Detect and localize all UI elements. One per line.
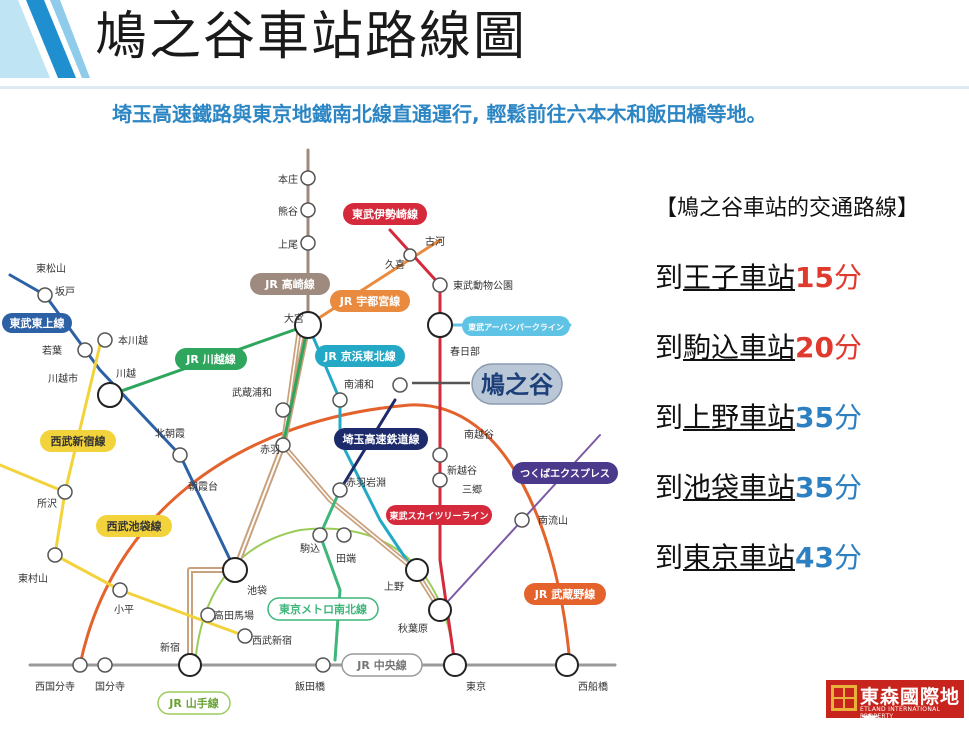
- station-tabata: 田端: [336, 552, 356, 565]
- station-kumagaya: 熊谷: [278, 205, 298, 218]
- label-tsukuba-express: つくばエクスプレス: [520, 467, 610, 480]
- line-tokyo-metro-nanboku: [318, 488, 342, 662]
- station-nishi-funabashi: 西船橋: [578, 680, 608, 693]
- station-kokubunji: 国分寺: [95, 681, 125, 693]
- station-honjo: 本庄: [278, 173, 298, 186]
- route-prefix: 到: [655, 401, 684, 434]
- label-saitama-railway: 埼玉高速鉄道線: [343, 432, 420, 446]
- station-asakadai: 朝霞台: [188, 480, 218, 493]
- route-prefix: 到: [655, 541, 684, 574]
- rail-map: 本庄 熊谷 上尾 大宮 古河 久喜 東武動物公園 春日部 東松山 坂戸 若葉 川…: [0, 148, 618, 715]
- label-jr-musashino: JR 武蔵野線: [534, 587, 595, 601]
- station-koga: 古河: [425, 235, 445, 248]
- station-misato: 三郷: [462, 484, 482, 496]
- page-title: 鳩之谷車站路線圖: [95, 7, 528, 67]
- label-tokyo-metro-nanboku: 東京メトロ南北線: [279, 602, 367, 616]
- station-nishi-kokubunji: 西国分寺: [35, 681, 75, 693]
- route-item: 到東京車站43分: [655, 536, 960, 606]
- route-destination: 王子車站: [683, 261, 796, 294]
- station-higashi-murayama: 東村山: [18, 572, 48, 585]
- label-jr-utsunomiya: JR 宇都宮線: [339, 294, 400, 308]
- line-jr-utsunomiya: [306, 238, 442, 327]
- label-tobu-isesaki: 東武伊勢崎線: [352, 207, 418, 221]
- label-seibu-shinjuku: 西武新宿線: [51, 434, 106, 448]
- route-unit: 分: [834, 471, 863, 504]
- page-subtitle: 埼玉高速鐵路與東京地鐵南北線直通運行, 輕鬆前往六本木和飯田橋等地。: [112, 102, 767, 126]
- station-shin-koshigaya: 新越谷: [447, 464, 477, 477]
- station-seibu-shinjuku: 西武新宿: [252, 634, 292, 647]
- route-list: 【鳩之谷車站的交通路線】 到王子車站15分 到駒込車站20分 到上野車站35分 …: [655, 190, 960, 606]
- label-jr-chuo: JR 中央線: [356, 658, 406, 672]
- route-time: 15: [795, 261, 834, 294]
- station-sakado: 坂戸: [55, 286, 75, 298]
- label-jr-kawagoe: JR 川越線: [185, 352, 235, 366]
- station-musashi-urawa: 武蔵浦和: [232, 386, 272, 399]
- station-wakaba: 若葉: [42, 344, 62, 357]
- station-kasukabe: 春日部: [450, 345, 480, 358]
- label-jr-yamanote: JR 山手線: [168, 696, 218, 710]
- company-logo: 東森國際地產 ETLAND INTERNATIONAL PROPERTY: [826, 680, 964, 735]
- station-akabane: 赤羽: [260, 444, 280, 456]
- label-jr-takasaki: JR 高崎線: [264, 277, 314, 291]
- route-unit: 分: [834, 541, 863, 574]
- station-minami-urawa: 南浦和: [344, 378, 374, 391]
- route-unit: 分: [834, 401, 863, 434]
- label-seibu-ikebukuro: 西武池袋線: [107, 519, 162, 533]
- line-jr-yamanote: [194, 527, 456, 666]
- line-jr-musashino: [78, 403, 572, 667]
- station-ageo: 上尾: [278, 239, 298, 251]
- station-ueno: 上野: [384, 581, 404, 593]
- station-kodaira: 小平: [114, 604, 134, 616]
- route-time: 43: [795, 541, 834, 574]
- route-destination: 東京車站: [683, 541, 796, 574]
- label-tobu-urban-park: 東武アーバンパークライン: [468, 322, 564, 332]
- station-hon-kawagoe: 本川越: [118, 334, 148, 347]
- logo-subtitle: ETLAND INTERNATIONAL PROPERTY: [860, 706, 941, 720]
- station-tokyo: 東京: [466, 680, 486, 693]
- label-jr-keihin-tohoku: JR 京浜東北線: [323, 349, 395, 363]
- station-kawagoeshi: 川越市: [48, 372, 78, 385]
- route-time: 35: [795, 401, 834, 434]
- highlight-station-hatogaya: 鳩之谷: [481, 371, 554, 399]
- route-destination: 池袋車站: [683, 471, 796, 504]
- station-minami-nagareyama: 南流山: [538, 514, 568, 527]
- station-tokorozawa: 所沢: [37, 497, 57, 510]
- station-kawagoe: 川越: [116, 367, 136, 380]
- route-time: 20: [795, 331, 834, 364]
- label-tobu-skytree: 東武スカイツリーライン: [389, 510, 488, 522]
- station-akihabara: 秋葉原: [398, 622, 428, 635]
- header-divider: [0, 86, 969, 89]
- route-list-header: 【鳩之谷車站的交通路線】: [655, 196, 920, 221]
- route-destination: 上野車站: [683, 401, 796, 434]
- route-prefix: 到: [655, 331, 684, 364]
- station-higashi-matsuyama: 東松山: [36, 262, 66, 275]
- route-unit: 分: [834, 331, 863, 364]
- station-omiya: 大宮: [284, 312, 304, 325]
- station-komagome: 駒込: [300, 543, 320, 555]
- station-shinjuku: 新宿: [160, 641, 180, 654]
- route-destination: 駒込車站: [683, 331, 796, 364]
- route-prefix: 到: [655, 261, 684, 294]
- route-unit: 分: [834, 261, 863, 294]
- station-kita-asaka: 北朝霞: [155, 428, 185, 440]
- route-item: 到池袋車站35分: [655, 466, 960, 536]
- header-stripes: [0, 0, 90, 78]
- station-iidabashi: 飯田橋: [295, 680, 325, 693]
- route-item: 到駒込車站20分: [655, 326, 960, 396]
- label-tobu-tojo: 東武東上線: [10, 316, 65, 330]
- route-time: 35: [795, 471, 834, 504]
- line-tobu-tojo: [8, 273, 237, 572]
- route-item: 到上野車站35分: [655, 396, 960, 466]
- station-minami-koshigaya: 南越谷: [464, 428, 494, 441]
- station-kuki: 久喜: [385, 258, 405, 271]
- station-tobu-dobutsu-koen: 東武動物公園: [453, 279, 513, 292]
- station-ikebukuro: 池袋: [247, 584, 267, 597]
- route-item: 到王子車站15分: [655, 256, 960, 326]
- station-akabane-iwabuchi: 赤羽岩淵: [346, 476, 386, 489]
- station-takadanobaba: 高田馬場: [214, 609, 254, 622]
- line-seibu-ikebukuro: [63, 343, 102, 494]
- route-prefix: 到: [655, 471, 684, 504]
- logo-mark-icon: [831, 685, 857, 711]
